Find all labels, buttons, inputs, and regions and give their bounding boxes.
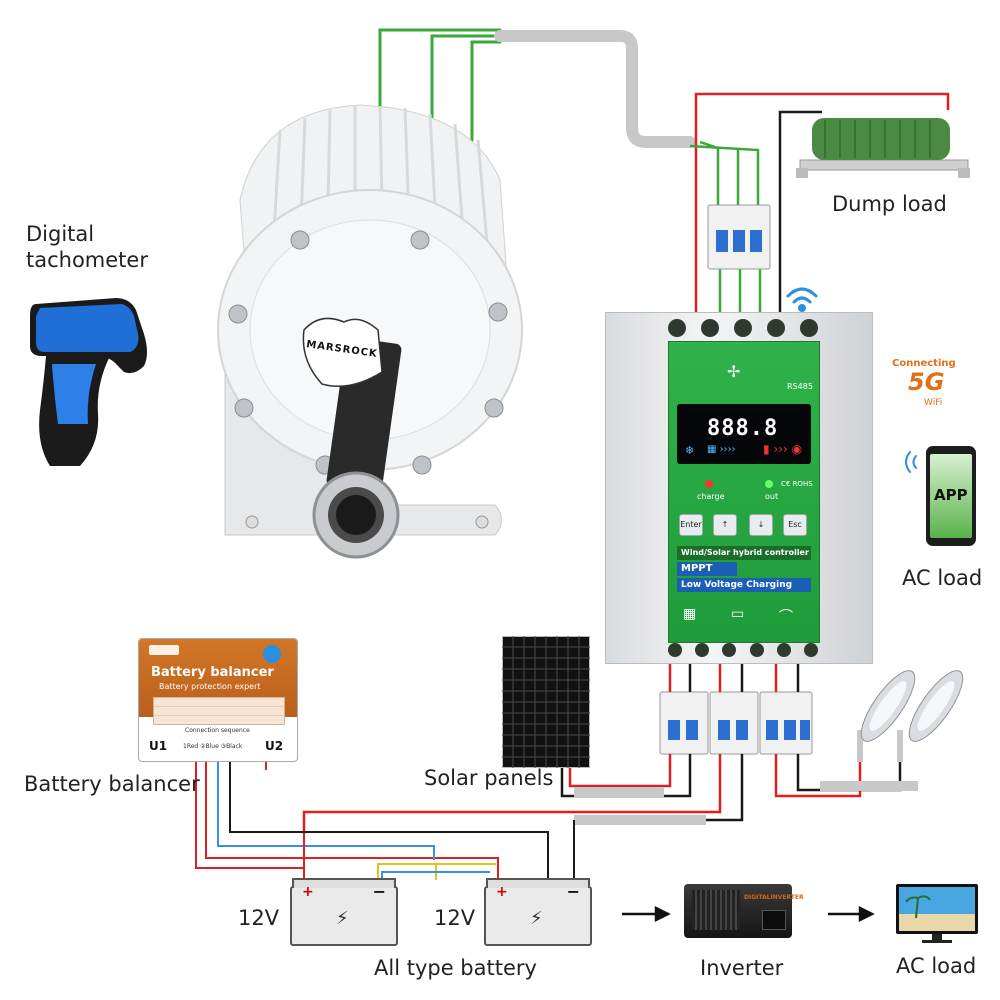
controller-title-strip: Wind/Solar hybrid controller	[677, 546, 811, 560]
balancer-spec-table	[153, 697, 285, 725]
top-breaker-wires	[689, 92, 950, 318]
ac-load-label-right: AC load	[902, 566, 983, 590]
battery-icon: ▮ ››› ◉	[763, 442, 803, 456]
inverter-fins	[692, 890, 740, 930]
tv-icon	[896, 884, 978, 943]
up-button[interactable]: ↑	[713, 514, 737, 536]
top-terminals	[668, 319, 818, 339]
connecting-5g-logo: Connecting 5G WiFi	[892, 358, 968, 412]
battery-2-cap	[486, 878, 590, 888]
tachometer-device	[30, 298, 147, 466]
battery-1-cap	[292, 878, 396, 888]
battery-2-minus-icon: −	[566, 882, 580, 901]
balancer-subtitle: Battery protection expert	[159, 682, 261, 691]
balancer-logo	[149, 645, 179, 655]
inverter-remote	[762, 910, 786, 930]
wind-generator	[217, 104, 523, 559]
rs485-label: RS485	[787, 382, 813, 391]
turbine-icon: ✢	[727, 362, 741, 381]
controller-front-panel: RS485 ✢ 888.8 ❄ ▦ ›››› ▮ ››› ◉ charge ou…	[668, 341, 820, 643]
conduits	[574, 781, 918, 825]
solar-panel	[502, 636, 590, 768]
out-led-icon	[765, 480, 773, 488]
balancer-u2: U2	[265, 739, 284, 753]
bottom-terminals	[668, 643, 818, 659]
inverter-label: Inverter	[700, 956, 784, 980]
solar-panels-label: Solar panels	[424, 766, 554, 790]
battery-1-minus-icon: −	[372, 882, 386, 901]
lower-breakers	[659, 691, 813, 755]
load-terminal-icon: ⌒	[779, 609, 793, 625]
balancer-wires-label: 1Red ②Blue ③Black	[183, 743, 243, 750]
lcd-display: 888.8 ❄ ▦ ›››› ▮ ››› ◉	[677, 404, 811, 464]
battery-2-voltage: 12V	[434, 906, 476, 930]
phone-wifi-icon	[905, 451, 917, 473]
battery-2: + − ⚡	[484, 878, 592, 946]
shield-icon	[263, 645, 281, 663]
phone-screen: APP	[930, 454, 972, 538]
enter-button[interactable]: Enter	[679, 514, 703, 536]
charge-led-icon	[705, 480, 713, 488]
generator-wires	[378, 28, 696, 148]
wifi-text: WiFi	[924, 398, 943, 408]
battery-2-bolt-icon: ⚡	[530, 908, 543, 929]
low-voltage-strip: Low Voltage Charging	[677, 578, 811, 592]
battery-1: + − ⚡	[290, 878, 398, 946]
battery-terminal-icon: ▭	[731, 606, 745, 622]
wifi-signal-icon	[786, 287, 818, 312]
solar-terminal-icon: ▦	[683, 606, 697, 622]
tachometer-label-line1: Digital	[26, 222, 95, 246]
flow-arrows	[622, 905, 875, 923]
battery-2-plus-icon: +	[496, 884, 508, 900]
lcd-digits: 888.8	[707, 416, 779, 441]
battery-balancer-card: Battery balancer Battery protection expe…	[138, 638, 298, 762]
all-type-battery-label: All type battery	[374, 956, 537, 980]
connecting-text: Connecting	[892, 358, 956, 369]
inverter-brand: DIGITALINVERTER	[744, 894, 804, 901]
out-label: out	[765, 492, 779, 501]
five-g-text: 5G	[908, 368, 945, 396]
inverter-device: DIGITALINVERTER	[684, 878, 804, 942]
snowflake-icon: ❄	[685, 444, 695, 457]
mppt-strip: MPPT	[677, 562, 737, 576]
dump-load-label: Dump load	[832, 192, 947, 216]
app-text: APP	[934, 486, 968, 504]
balancer-title: Battery balancer	[151, 665, 274, 680]
smartphone: APP	[926, 446, 976, 546]
battery-1-voltage: 12V	[238, 906, 280, 930]
battery-1-bolt-icon: ⚡	[336, 908, 349, 929]
esc-button[interactable]: Esc	[783, 514, 807, 536]
balancer-u1: U1	[149, 739, 168, 753]
down-button[interactable]: ↓	[749, 514, 773, 536]
cert-label: C€ ROHS	[781, 480, 813, 488]
balancer-connection-label: Connection sequence	[185, 727, 250, 734]
ac-load-label-bottom: AC load	[896, 954, 977, 978]
panel-icon: ▦ ››››	[707, 444, 736, 455]
dump-load-resistor	[796, 118, 970, 178]
battery-1-plus-icon: +	[302, 884, 314, 900]
battery-balancer-label: Battery balancer	[24, 772, 200, 796]
wind-breaker	[707, 204, 771, 270]
tachometer-label-line2: tachometer	[26, 248, 148, 272]
street-lights	[857, 670, 964, 762]
hybrid-controller: RS485 ✢ 888.8 ❄ ▦ ›››› ▮ ››› ◉ charge ou…	[605, 312, 873, 664]
charge-label: charge	[697, 492, 725, 501]
